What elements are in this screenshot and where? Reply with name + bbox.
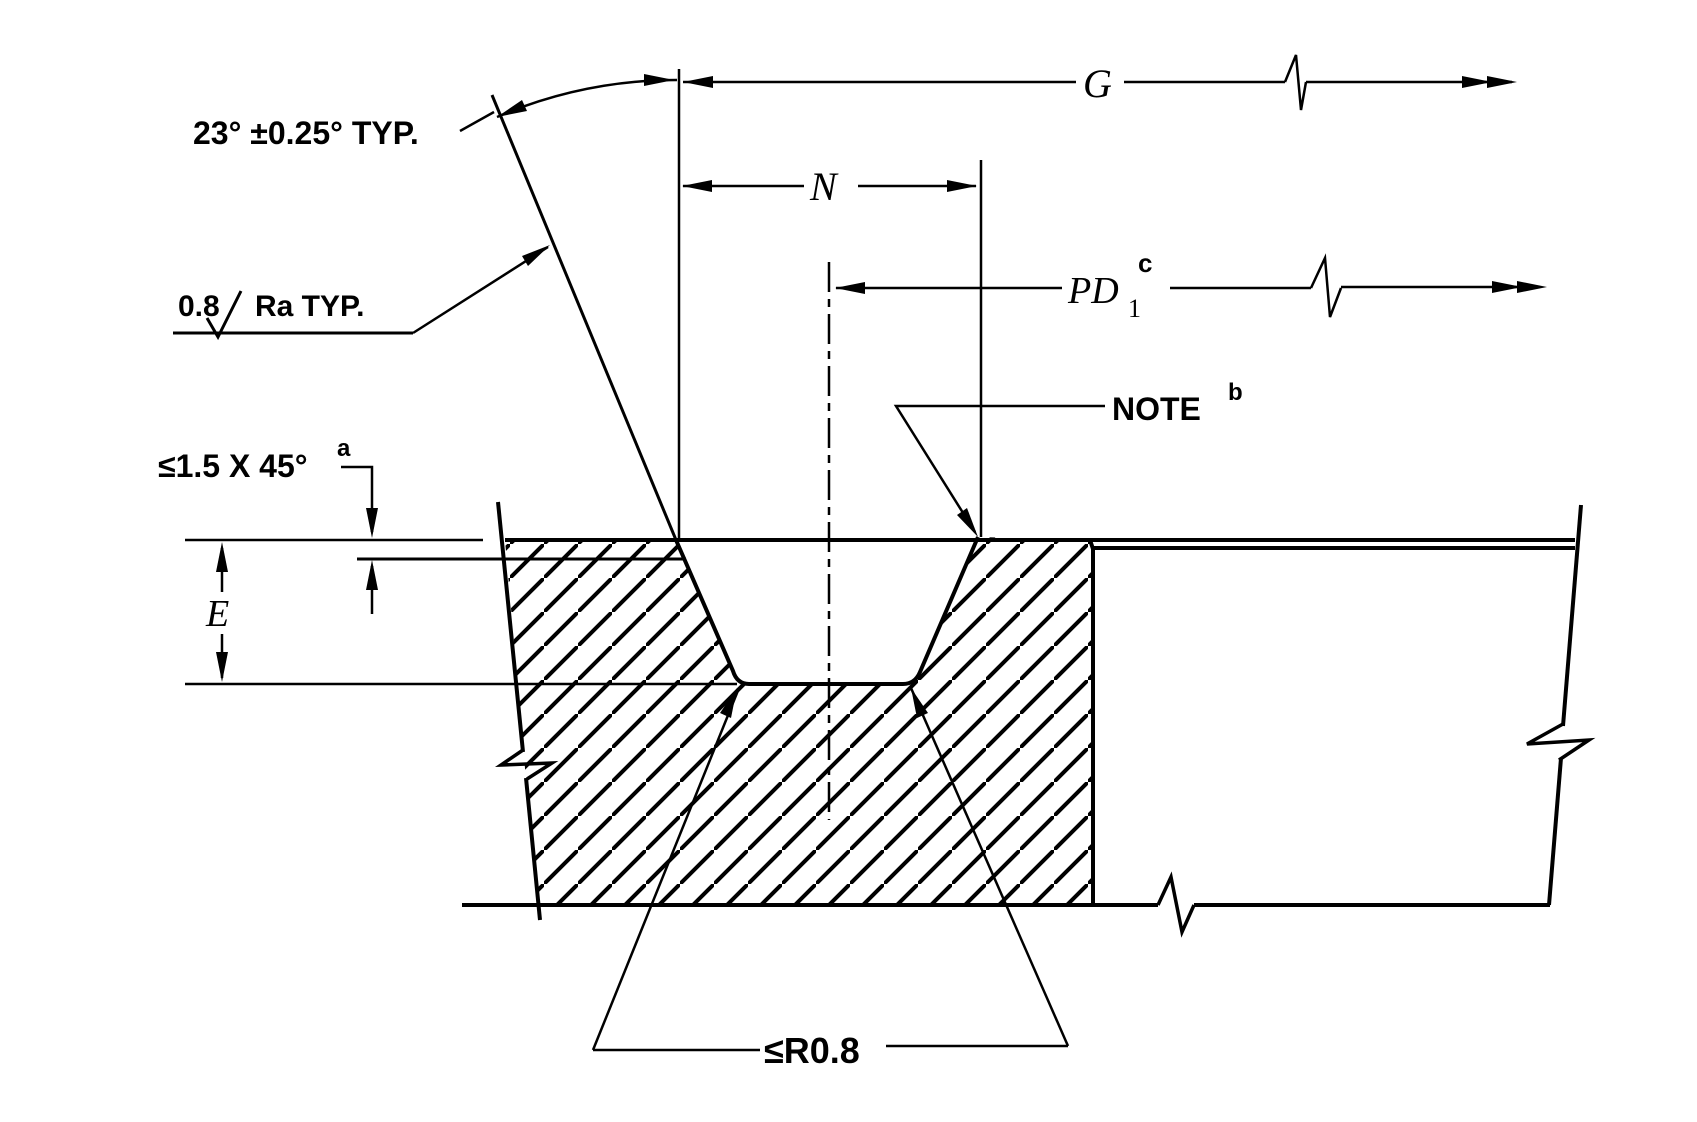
gland-cross-section-hatch xyxy=(505,537,1093,905)
pd1-dim-break-icon xyxy=(1309,253,1343,318)
radius-left-leader xyxy=(591,687,741,1051)
pd1-left-arrow-icon xyxy=(835,282,865,294)
e-down-arrow-icon xyxy=(216,652,228,682)
surface-finish-label: Ra TYP. xyxy=(255,290,365,323)
radius-dimension-label: ≤R0.8 xyxy=(764,1030,860,1071)
g-dimension-label: G xyxy=(1083,61,1112,106)
angle-label-leader xyxy=(459,110,495,133)
pd1-note-superscript: c xyxy=(1138,248,1152,278)
left-break-edge-lower xyxy=(524,777,542,921)
g-left-arrow-icon xyxy=(683,76,713,88)
arc-left-arrow-icon xyxy=(497,100,527,117)
part-outline xyxy=(462,501,1583,921)
secondary-lines xyxy=(357,94,686,561)
n-left-arrow-icon xyxy=(682,180,712,192)
note-superscript: b xyxy=(1228,379,1243,406)
chamfer-note-superscript: a xyxy=(337,435,351,462)
pd1-subscript: 1 xyxy=(1128,294,1141,323)
radius-right-leader xyxy=(909,687,1070,1047)
radius-right-arrow-icon xyxy=(911,688,928,718)
groove-profile xyxy=(674,536,980,686)
note-arrow-icon xyxy=(957,508,978,537)
arrowheads xyxy=(216,74,1547,718)
g-dim-break-icon xyxy=(1283,54,1308,111)
g-right-arrow-icon xyxy=(1487,76,1517,88)
left-edge-break-icon xyxy=(494,748,559,781)
note-callout-label: NOTE xyxy=(1112,391,1201,427)
bottom-edge-break-icon xyxy=(1156,871,1196,938)
surface-finish-check-icon xyxy=(205,290,243,341)
chamfer-down-arrow-icon xyxy=(366,508,378,538)
break-symbols xyxy=(494,722,1596,938)
chamfer-up-arrow-icon xyxy=(366,560,378,590)
e-dimension-label: E xyxy=(205,593,229,635)
pd1-right-arrow-icon xyxy=(1517,281,1547,293)
e-up-arrow-icon xyxy=(216,542,228,572)
surface-finish-value: 0.8 xyxy=(178,290,220,323)
radius-left-arrow-icon xyxy=(720,688,737,718)
step-edge xyxy=(1088,539,1095,550)
left-break-edge-upper xyxy=(496,501,525,753)
arc-right-arrow-icon xyxy=(644,74,674,86)
right-edge-break-icon xyxy=(1526,722,1596,762)
g-right-arrow2-icon xyxy=(1462,76,1492,88)
right-break-edge-lower xyxy=(1547,757,1563,906)
angle-dimension-label: 23° ±0.25° TYP. xyxy=(193,115,419,151)
n-right-arrow-icon xyxy=(947,180,977,192)
surface-finish-arrow-icon xyxy=(522,245,550,266)
chamfer-leader xyxy=(341,465,374,532)
pd1-right-arrow2-icon xyxy=(1492,281,1522,293)
pd1-dimension-label: PD xyxy=(1067,270,1119,312)
angle-construction-line xyxy=(490,94,678,541)
n-dimension-label: N xyxy=(809,164,839,209)
right-break-edge-upper xyxy=(1561,504,1583,727)
chamfer-dimension-label: ≤1.5 X 45° xyxy=(158,448,308,484)
note-leader xyxy=(893,404,1105,533)
